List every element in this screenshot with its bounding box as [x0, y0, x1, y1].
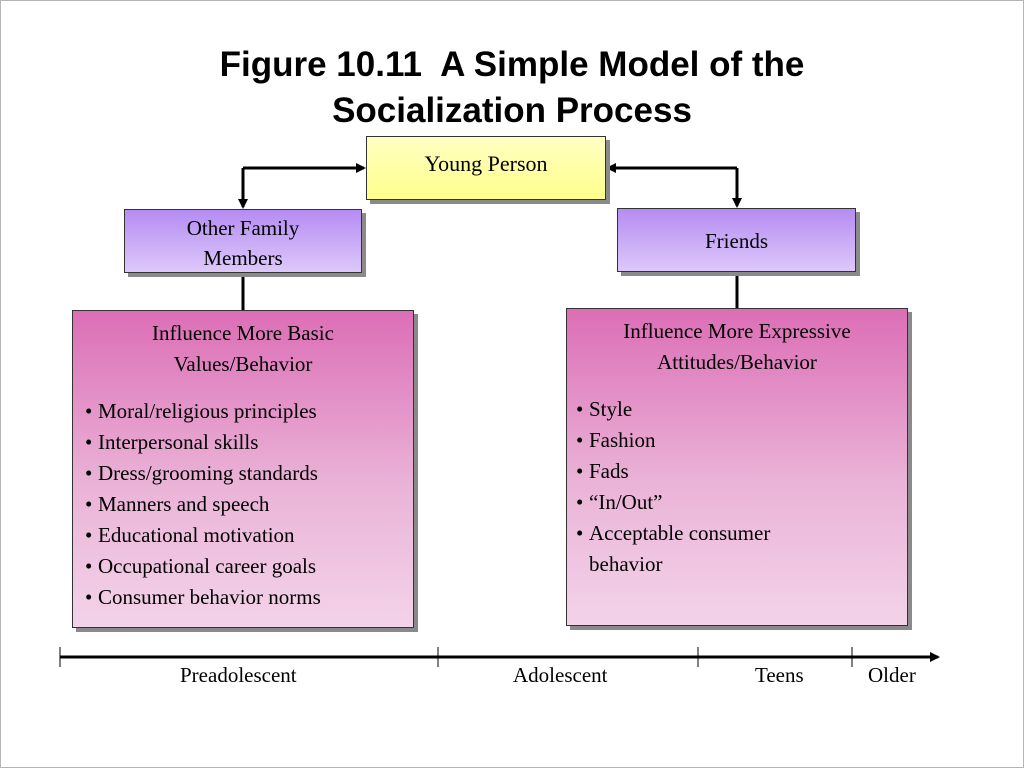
- list-item: •Fads: [576, 456, 907, 487]
- bullet-icon: •: [85, 492, 93, 516]
- list-item-text: Moral/religious principles: [98, 399, 317, 423]
- list-item: •Interpersonal skills: [85, 427, 413, 458]
- friends-label: Friends: [705, 229, 768, 253]
- list-item-text: Dress/grooming standards: [98, 461, 318, 485]
- list-item-text: Consumer behavior norms: [98, 585, 321, 609]
- list-item: •Consumer behavior norms: [85, 582, 413, 613]
- list-item: •Acceptable consumer: [576, 518, 907, 549]
- bullet-icon: •: [85, 461, 93, 485]
- list-item: •Educational motivation: [85, 520, 413, 551]
- family-influence-title-2: Values/Behavior: [173, 352, 313, 376]
- bullet-icon: •: [576, 397, 584, 421]
- title-line-2: Socialization Process: [332, 91, 692, 130]
- list-item-text: Interpersonal skills: [98, 430, 259, 454]
- list-item-text: Occupational career goals: [98, 554, 317, 578]
- timeline-label-older: Older: [868, 663, 916, 687]
- friends-influence-box: Influence More Expressive Attitudes/Beha…: [566, 308, 908, 626]
- young-person-node: Young Person: [366, 136, 606, 200]
- bullet-icon: •: [85, 523, 93, 547]
- family-label-line-2: Members: [203, 246, 283, 270]
- friends-influence-title-1: Influence More Expressive: [623, 319, 851, 343]
- bullet-icon: •: [85, 430, 93, 454]
- timeline-label-adolescent: Adolescent: [513, 663, 608, 687]
- family-influence-title-1: Influence More Basic: [152, 321, 334, 345]
- title-line-1: Figure 10.11 A Simple Model of the: [219, 45, 805, 84]
- friends-node: Friends: [617, 208, 856, 272]
- friends-influence-title-2: Attitudes/Behavior: [657, 350, 817, 374]
- timeline-label-preadolescent: Preadolescent: [180, 663, 297, 687]
- list-item: •Dress/grooming standards: [85, 458, 413, 489]
- list-item-text: Fashion: [589, 428, 656, 452]
- list-item-text: Acceptable consumer: [589, 521, 771, 545]
- list-item-text: Manners and speech: [98, 492, 270, 516]
- bullet-icon: •: [85, 585, 93, 609]
- family-influence-box: Influence More Basic Values/Behavior •Mo…: [72, 310, 414, 628]
- list-item: •“In/Out”: [576, 487, 907, 518]
- list-item-text: behavior: [589, 552, 663, 576]
- bullet-icon: •: [576, 490, 584, 514]
- list-item-text: Fads: [589, 459, 629, 483]
- bullet-icon: •: [576, 459, 584, 483]
- list-item-text: Educational motivation: [98, 523, 295, 547]
- list-item-continuation: behavior: [576, 549, 907, 580]
- list-item: •Fashion: [576, 425, 907, 456]
- list-item: •Occupational career goals: [85, 551, 413, 582]
- family-label-line-1: Other Family: [186, 216, 300, 240]
- list-item: •Manners and speech: [85, 489, 413, 520]
- list-item-text: “In/Out”: [589, 490, 663, 514]
- family-node: Other Family Members: [124, 209, 362, 273]
- bullet-icon: •: [576, 428, 584, 452]
- family-influence-list: •Moral/religious principles •Interperson…: [73, 396, 413, 613]
- bullet-icon: •: [85, 554, 93, 578]
- list-item: •Style: [576, 394, 907, 425]
- friends-influence-list: •Style •Fashion •Fads •“In/Out” •Accepta…: [567, 394, 907, 580]
- list-item-text: Style: [589, 397, 633, 421]
- list-item: •Moral/religious principles: [85, 396, 413, 427]
- timeline-label-teens: Teens: [755, 663, 804, 687]
- young-person-label: Young Person: [424, 150, 548, 176]
- bullet-icon: •: [576, 521, 584, 545]
- figure-title: Figure 10.11 A Simple Model of the Socia…: [0, 42, 1024, 134]
- bullet-icon: •: [85, 399, 93, 423]
